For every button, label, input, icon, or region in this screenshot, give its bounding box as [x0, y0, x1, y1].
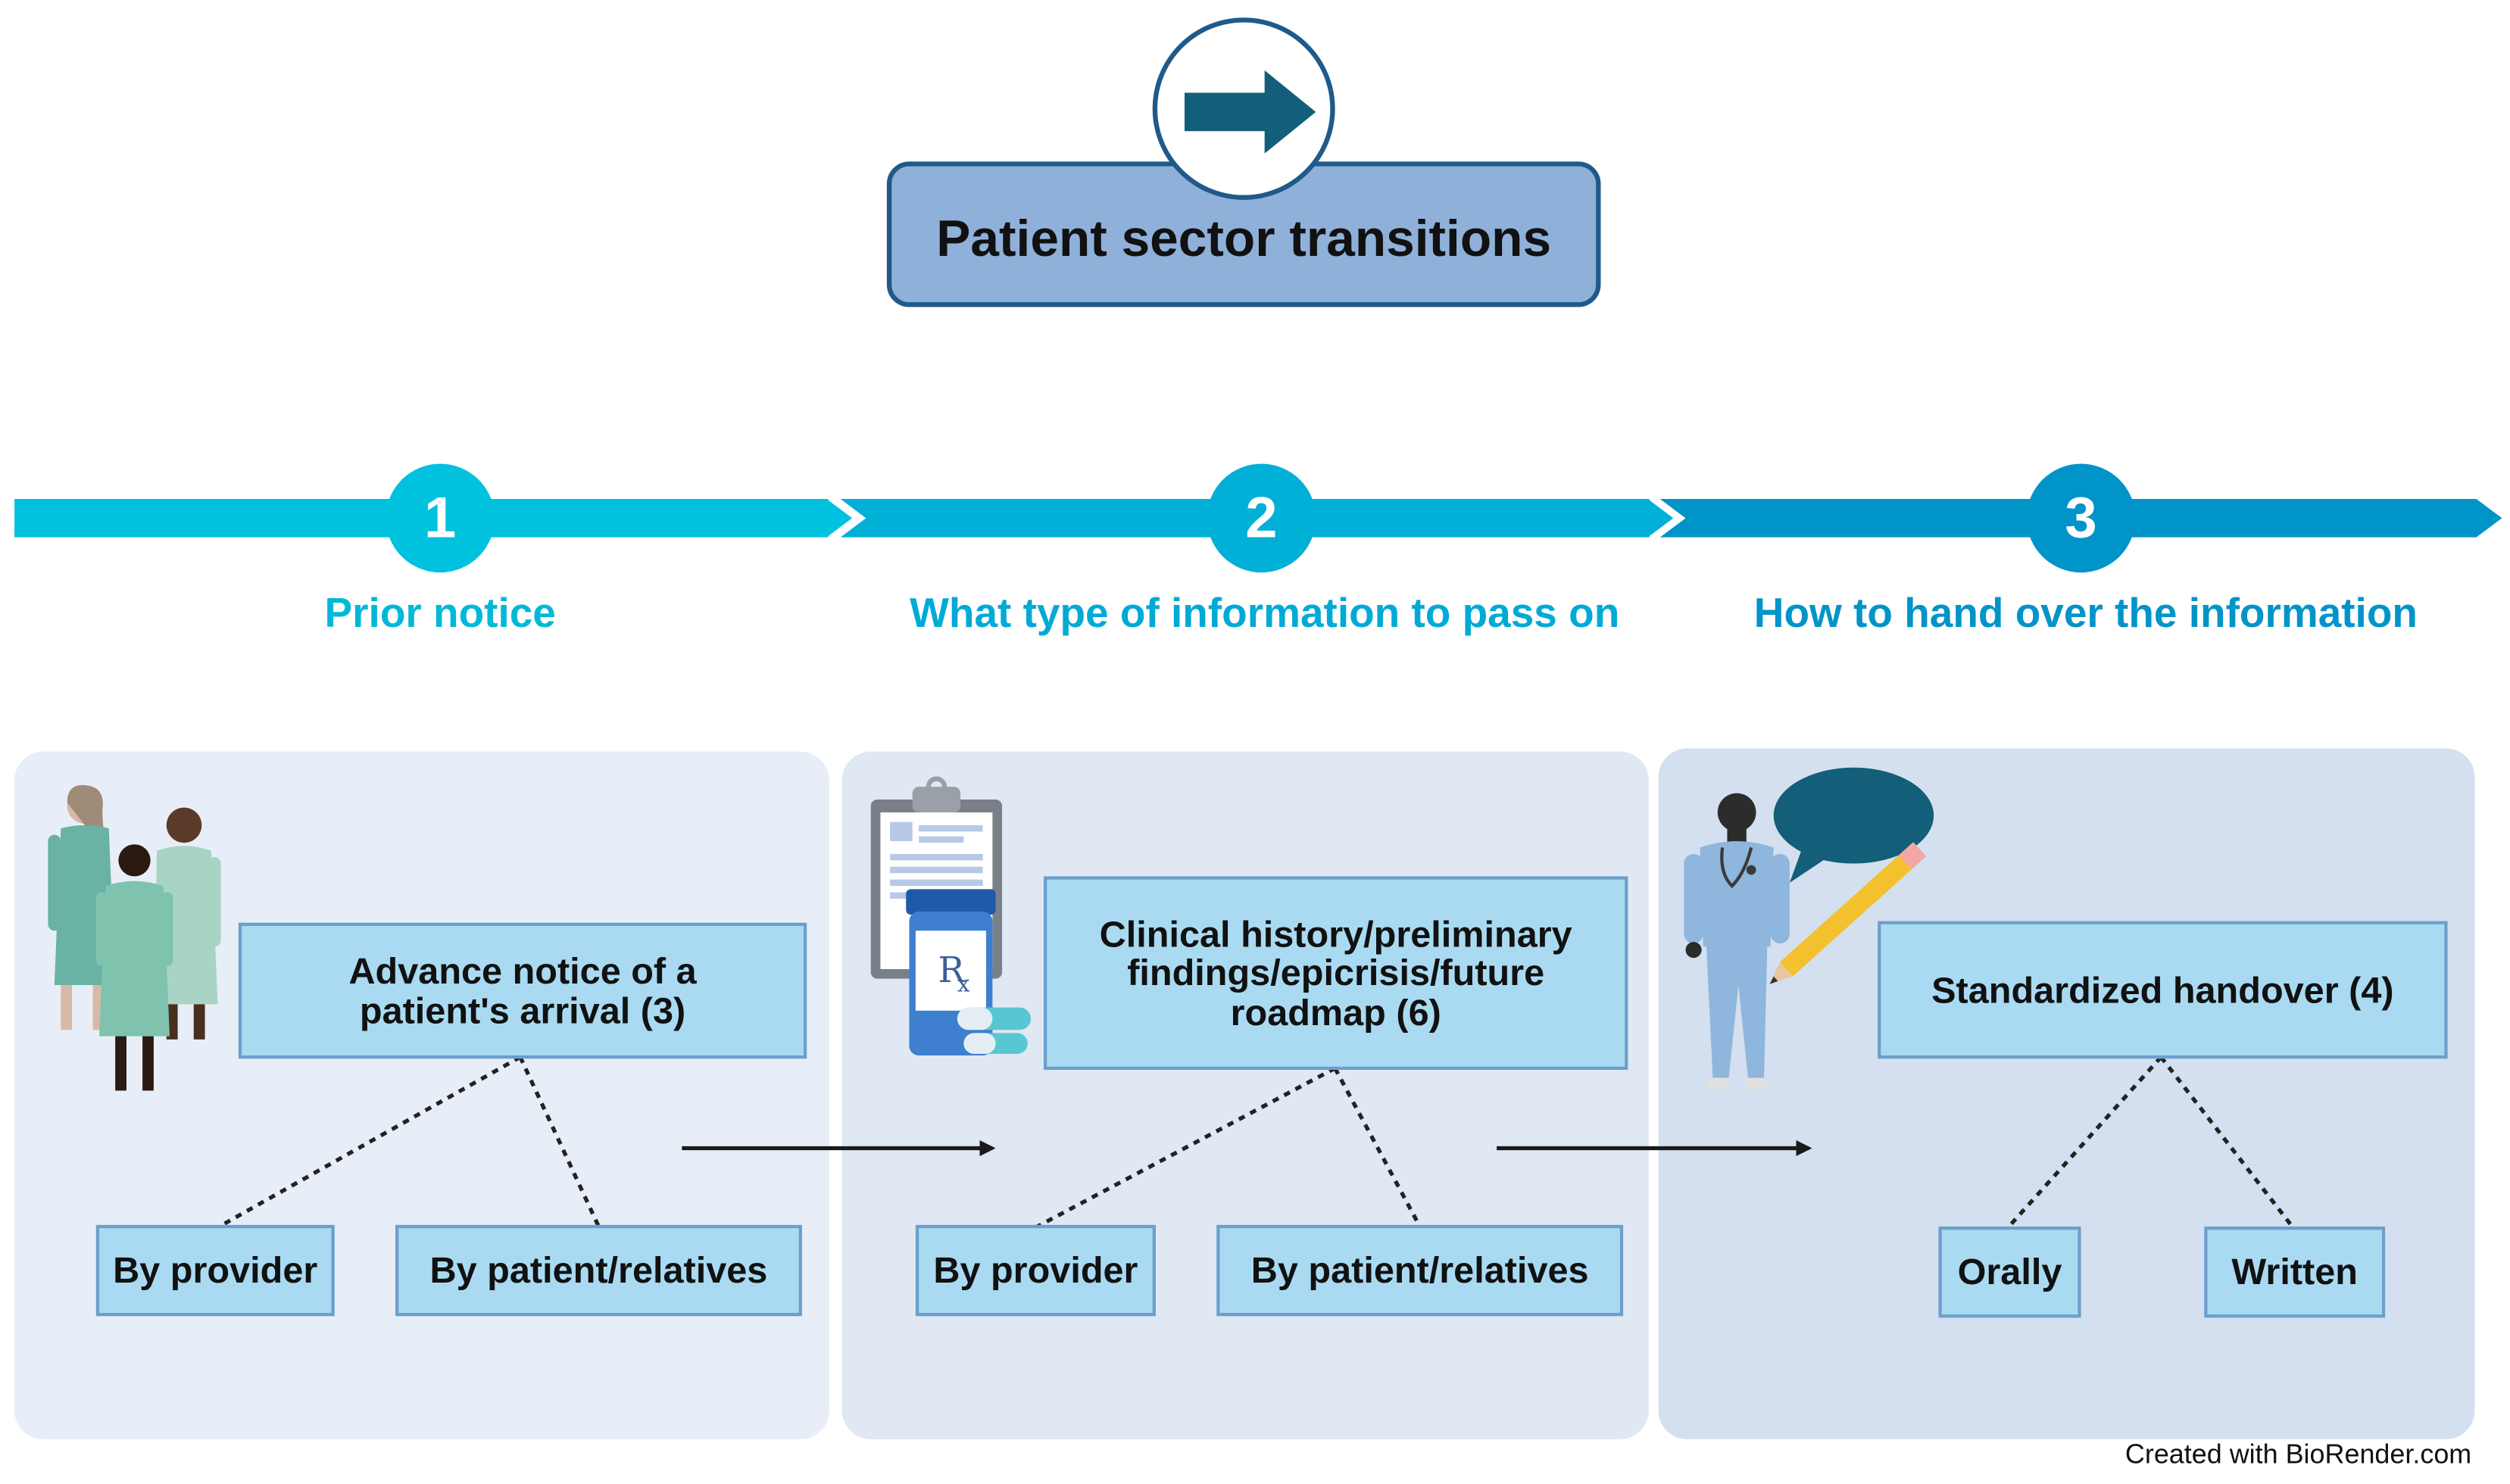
timeline-chevron-2 [1649, 497, 1679, 539]
option-box-by-patient-relatives-1: By patient/relatives [395, 1224, 802, 1317]
main-box-prior-notice-text: Advance notice of a patient's arrival (3… [348, 950, 697, 1031]
clipboard-prescription-icon: R x [870, 776, 1032, 1055]
step-number-2: 2 [1207, 463, 1316, 573]
tree-line [2007, 1055, 2163, 1228]
svg-text:x: x [957, 971, 970, 997]
main-box-handover-method-text: Standardized handover (4) [1931, 968, 2394, 1011]
nurse-speech-pencil-icon [1684, 767, 1934, 1090]
tree-line [518, 1055, 601, 1228]
option-label: By patient/relatives [1250, 1249, 1589, 1292]
step-label-3: How to hand over the information [1753, 588, 2418, 637]
arrow-right-icon [1184, 70, 1316, 154]
step-label-2: What type of information to pass on [910, 588, 1620, 637]
svg-text:R: R [938, 949, 966, 990]
option-label: By provider [113, 1249, 318, 1292]
step-label-1: Prior notice [324, 588, 556, 637]
step-number-3: 3 [2026, 463, 2136, 573]
panel-prior-notice [14, 751, 829, 1439]
option-box-by-provider-2: By provider [915, 1224, 1156, 1317]
tree-line [1036, 1066, 1336, 1229]
option-label: Orally [1957, 1251, 2062, 1293]
main-box-prior-notice: Advance notice of a patient's arrival (3… [238, 922, 807, 1059]
patients-group-icon [48, 784, 221, 1091]
page-title: Patient sector transitions [936, 209, 1552, 267]
main-box-handover-method: Standardized handover (4) [1878, 921, 2448, 1059]
timeline-chevron-1 [828, 497, 858, 539]
step-number-1: 1 [386, 463, 495, 573]
main-box-information-type-text: Clinical history/preliminary findings/ep… [1099, 913, 1572, 1033]
option-label: By patient/relatives [429, 1249, 768, 1292]
tree-line [1333, 1067, 1422, 1228]
option-box-orally: Orally [1938, 1226, 2081, 1318]
option-label: Written [2231, 1251, 2358, 1293]
panel-handover-method [1658, 748, 2475, 1439]
option-box-written: Written [2204, 1226, 2386, 1318]
tree-line [2159, 1055, 2294, 1228]
option-box-by-provider-1: By provider [95, 1224, 335, 1317]
biorender-credit: Created with BioRender.com [2124, 1439, 2472, 1470]
option-box-by-patient-relatives-2: By patient/relatives [1216, 1224, 1624, 1317]
title-arrow-badge [1152, 17, 1335, 201]
option-label: By provider [933, 1249, 1138, 1292]
main-box-information-type: Clinical history/preliminary findings/ep… [1044, 876, 1628, 1070]
tree-line [218, 1055, 522, 1229]
